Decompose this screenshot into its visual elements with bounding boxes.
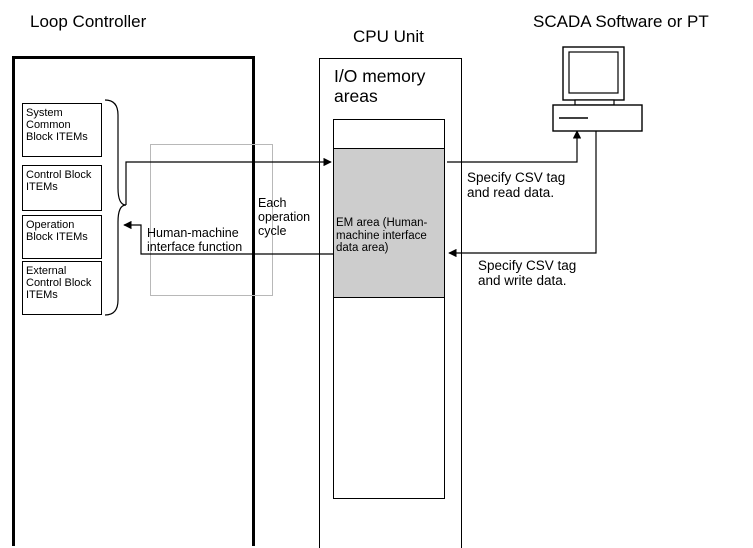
system-common-block-items: System Common Block ITEMs (22, 103, 102, 157)
each-operation-cycle-label: Each operation cycle (258, 196, 311, 238)
read-from-em-arrow (123, 220, 333, 255)
scada-read-arrow (447, 130, 582, 163)
write-data-label: Specify CSV tag and write data. (478, 258, 577, 288)
loop-controller-title: Loop Controller (30, 12, 147, 31)
write-to-em-arrow (125, 157, 332, 205)
loop-controller-box (12, 56, 255, 546)
scada-computer-icon (552, 46, 643, 132)
item-blocks-brace (104, 99, 127, 316)
scada-write-arrow (448, 131, 597, 258)
cpu-unit-title: CPU Unit (353, 27, 424, 46)
em-area (333, 148, 445, 298)
scada-title: SCADA Software or PT (533, 12, 709, 31)
hmi-function-box (150, 144, 273, 296)
hmi-function-label: Human-machine interface function (147, 226, 243, 254)
em-area-label: EM area (Human-machine interface data ar… (336, 217, 428, 254)
cpu-unit-box (319, 58, 462, 548)
read-data-label: Specify CSV tag and read data. (467, 170, 566, 200)
operation-block-items: Operation Block ITEMs (22, 215, 102, 259)
io-memory-label: I/O memory areas (334, 66, 426, 106)
external-control-block-items: External Control Block ITEMs (22, 261, 102, 315)
io-memory-column (333, 119, 445, 499)
control-block-items: Control Block ITEMs (22, 165, 102, 211)
